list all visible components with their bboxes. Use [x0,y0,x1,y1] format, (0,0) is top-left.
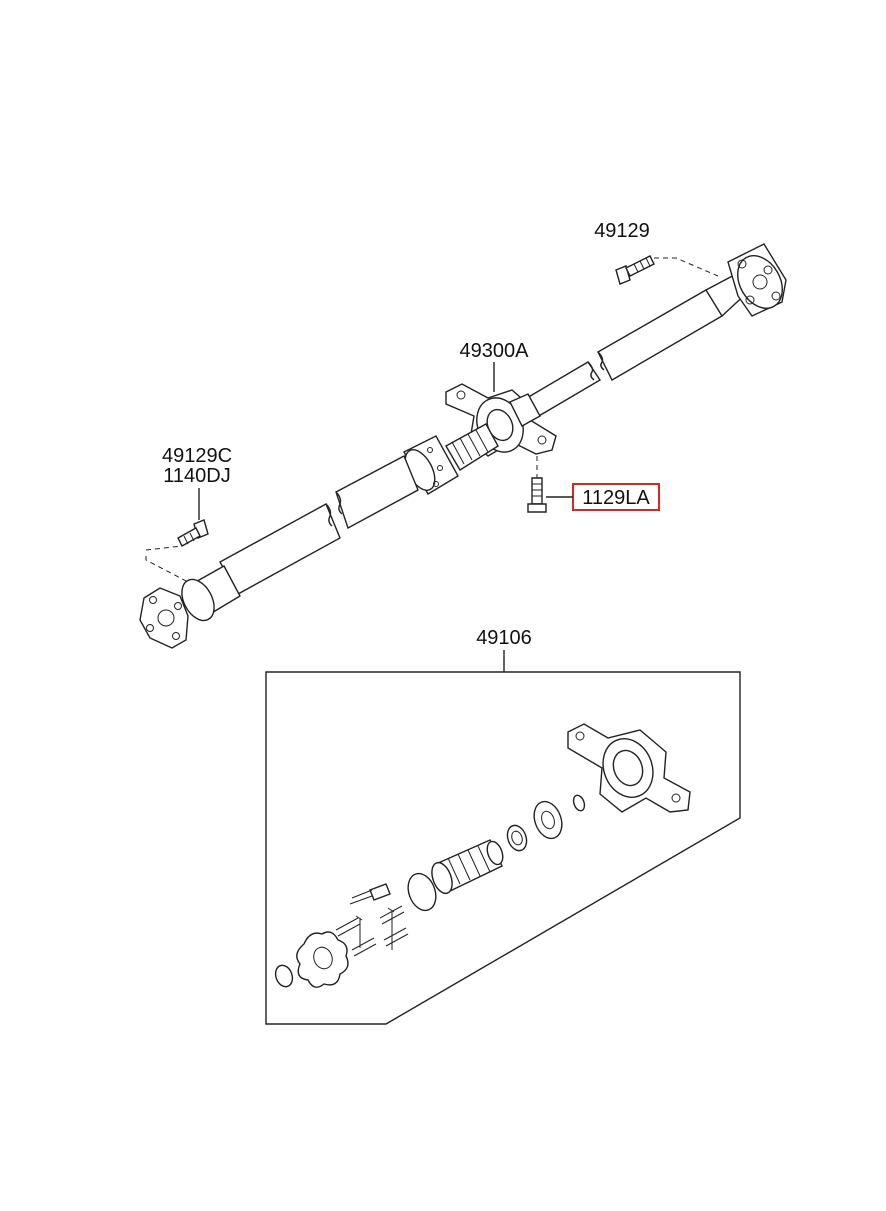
kit-bolts [335,883,409,957]
kit-box-outline [265,671,741,1025]
kit-clamp-ring [407,872,437,912]
kit-boot [431,839,504,895]
shaft-boot [445,423,499,471]
propeller-shaft [139,243,791,649]
kit-49106 [265,650,741,1025]
callout-49129[interactable]: 49129 [594,220,650,242]
bolt-49129[interactable] [615,255,655,285]
kit-snap-ring [274,964,294,988]
front-shaft-tube [219,455,419,595]
front-universal-joint[interactable] [139,565,241,649]
callout-1140dj[interactable]: 1140DJ [163,465,230,487]
callout-49106[interactable]: 49106 [476,627,532,649]
callout-1129la[interactable]: 1129LA [582,487,650,509]
bolt-49129c[interactable] [177,519,209,547]
kit-washer [533,800,563,840]
rear-flex-coupling[interactable] [727,243,791,317]
callout-49129c[interactable]: 49129C [162,445,232,467]
kit-bushing [506,824,528,852]
rear-shaft-tube [519,271,751,421]
kit-bearing-bracket [567,723,691,813]
kit-gasket [296,931,349,988]
callout-49300a[interactable]: 49300A [460,340,530,362]
kit-small-ring [572,794,586,812]
cv-joint-housing [403,435,459,495]
bolt-1129la[interactable] [527,477,547,513]
